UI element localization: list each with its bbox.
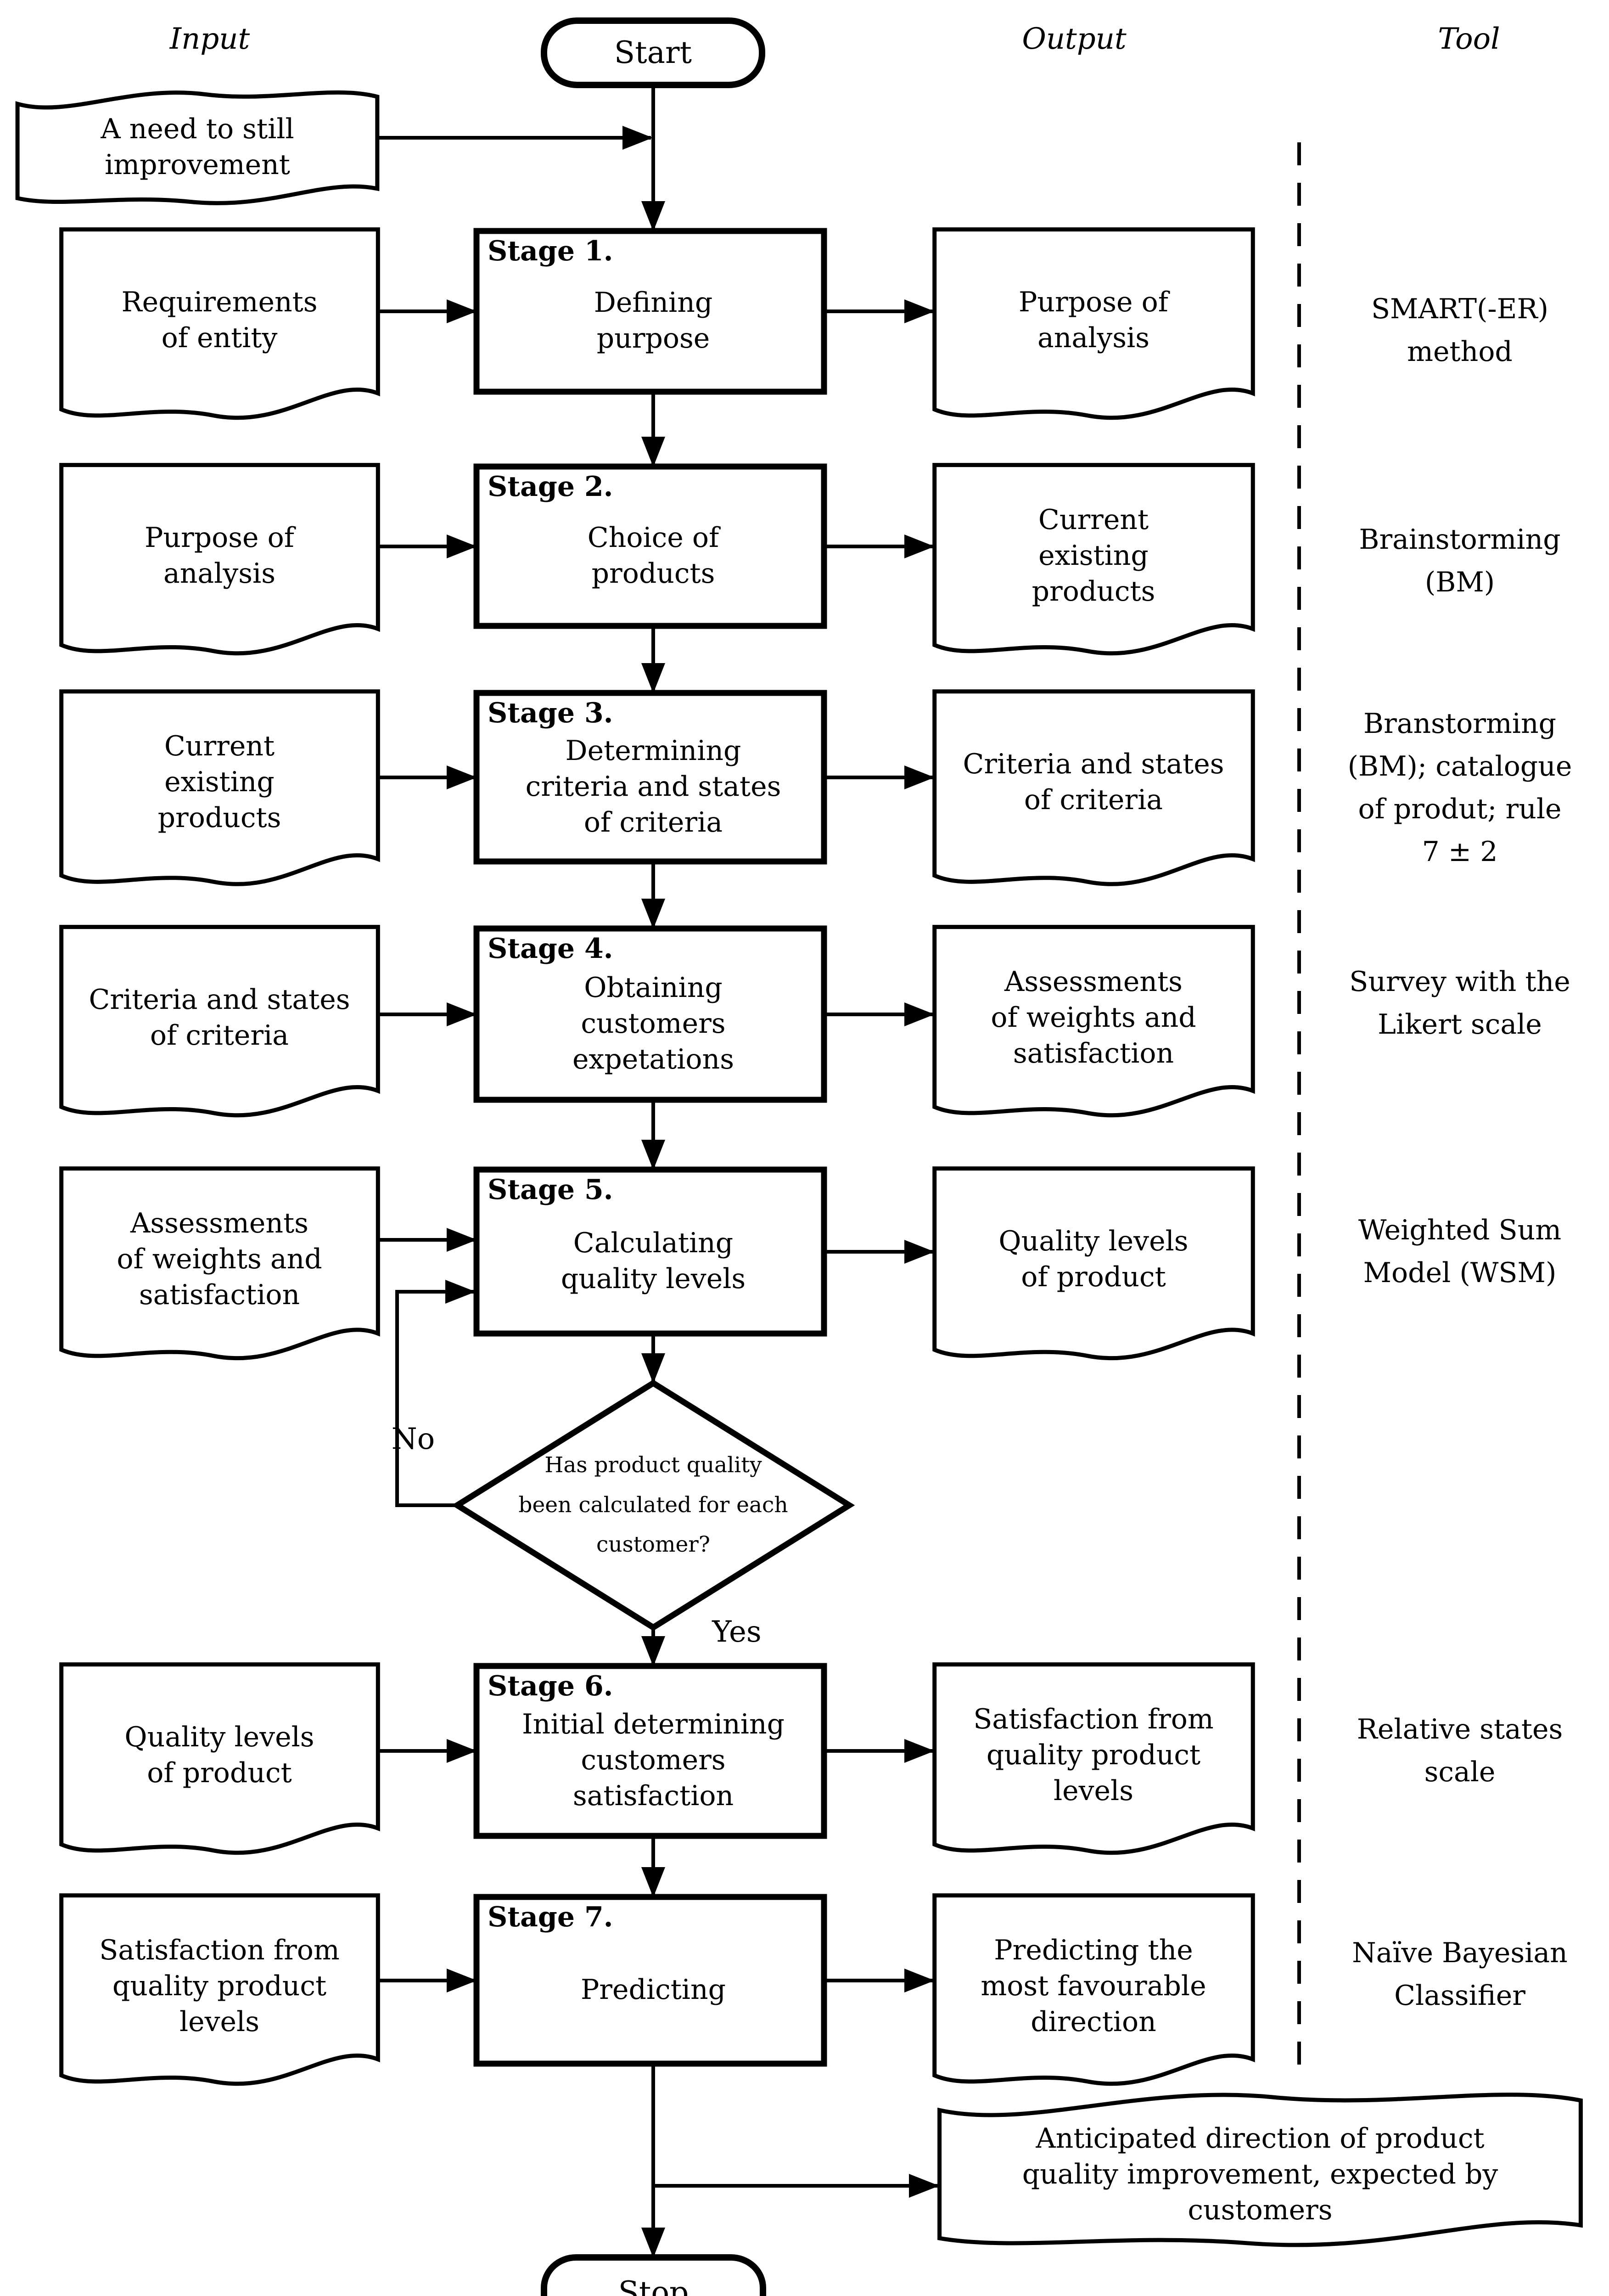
stage-name: Calculating quality levels [561, 1227, 746, 1295]
stage-name: Obtaining customers expetations [572, 971, 734, 1075]
output-doc-label: Satisfaction from quality product levels [973, 1703, 1214, 1807]
tool-column-header: Tool [1438, 22, 1500, 56]
output-doc-label: Predicting the most favourable direction [981, 1934, 1206, 2038]
stage-2-box [473, 463, 827, 629]
stage-3-box [473, 690, 827, 865]
input-column-header: Input [169, 22, 250, 56]
stage-7-box [473, 1894, 827, 2067]
stage-number-label: Stage 1. [488, 235, 613, 267]
input-doc-label: Criteria and states of criteria [89, 984, 350, 1052]
stage-name: Choice of products [587, 521, 719, 590]
start-terminal-label: Start [614, 35, 692, 71]
input-doc-label: Requirements of entity [121, 286, 318, 354]
input-doc-label: Satisfaction from quality product levels [99, 1934, 340, 2038]
stop-terminal-shape [541, 2254, 766, 2296]
tool-label: Weighted Sum Model (WSM) [1358, 1214, 1562, 1289]
stage-number-label: Stage 6. [488, 1670, 613, 1702]
output-column-header: Output [1022, 22, 1127, 56]
decision-diamond-shape [451, 1379, 855, 1631]
output-doc-label: Assessments of weights and satisfaction [991, 966, 1196, 1069]
tool-label: SMART(-ER) method [1371, 293, 1549, 368]
decision-no-label: No [391, 1422, 435, 1457]
final-output-doc-label: Anticipated direction of product quality… [1022, 2122, 1498, 2226]
output-doc-label: Criteria and states of criteria [963, 748, 1224, 816]
stage-name: Initial determining customers satisfacti… [521, 1708, 785, 1812]
stage-number-label: Stage 5. [488, 1174, 613, 1206]
stage-4-box [473, 925, 827, 1103]
decision-yes-label: Yes [712, 1615, 762, 1649]
stage-name: Defining purpose [594, 287, 713, 355]
stage-5-box [473, 1166, 827, 1337]
tool-label: Branstorming (BM); catalogue of produt; … [1347, 708, 1572, 868]
tool-label: Survey with the Likert scale [1349, 966, 1570, 1041]
start-terminal-shape [541, 17, 765, 88]
stage-number-label: Stage 2. [488, 471, 613, 503]
tool-label: Relative states scale [1357, 1713, 1563, 1788]
stage-name: Determining criteria and states of crite… [525, 734, 781, 838]
stage-number-label: Stage 7. [488, 1901, 613, 1933]
stop-terminal-label: Stop [618, 2274, 689, 2296]
input-doc-label: Current existing products [157, 730, 281, 834]
stage-number-label: Stage 3. [488, 697, 613, 729]
input-doc-label: Quality levels of product [124, 1721, 314, 1789]
initial-input-doc-label: A need to still improvement [101, 113, 294, 181]
stage-number-label: Stage 4. [488, 933, 613, 965]
stage-1-box [473, 228, 827, 395]
output-doc-label: Current existing products [1032, 504, 1155, 608]
tool-label: Brainstorming (BM) [1359, 523, 1561, 598]
input-doc-label: Purpose of analysis [145, 522, 294, 590]
decision-question: Has product quality been calculated for … [518, 1452, 788, 1558]
output-doc-label: Purpose of analysis [1019, 286, 1168, 354]
stage-name: Predicting [580, 1973, 726, 2006]
output-doc-label: Quality levels of product [998, 1225, 1189, 1293]
tool-label: Naïve Bayesian Classifier [1352, 1937, 1568, 2012]
arrow-decision-no-loop [395, 1280, 476, 1507]
input-doc-label: Assessments of weights and satisfaction [117, 1207, 322, 1311]
stage-6-box [473, 1663, 827, 1839]
